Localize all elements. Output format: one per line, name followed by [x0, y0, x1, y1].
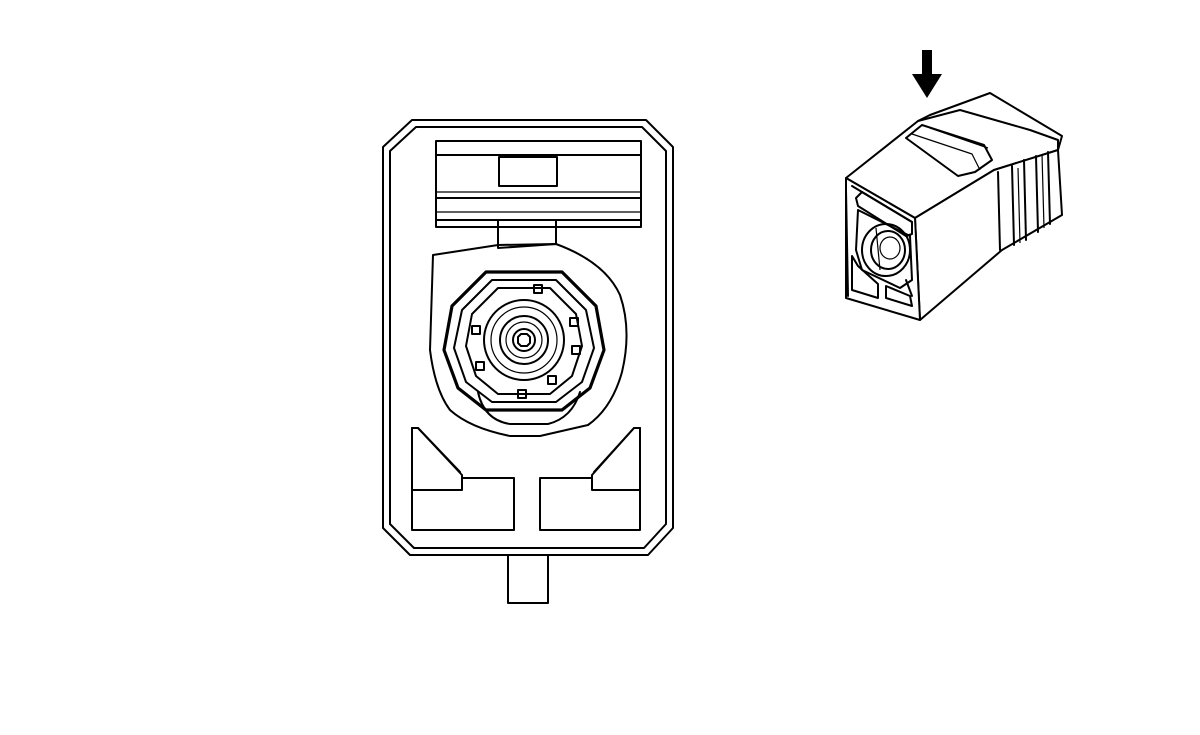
lower-left-slot — [411, 427, 515, 531]
key-notch — [517, 389, 527, 399]
socket-outer-ring — [442, 270, 606, 412]
iso-latch-ridge — [905, 124, 993, 177]
iso-front-latch — [855, 191, 913, 237]
iso-socket-pin — [879, 236, 901, 260]
socket-ring-4 — [483, 299, 565, 381]
key-notch — [471, 325, 481, 335]
connector-isometric-view — [845, 50, 1063, 321]
iso-lower-right-slot — [885, 285, 913, 307]
iso-socket-ring-inner — [870, 230, 906, 270]
socket-dielectric-inner — [505, 321, 543, 359]
lower-right-cavity — [591, 427, 641, 491]
iso-socket-ring — [861, 223, 911, 277]
socket-center-pin-ring — [512, 328, 536, 352]
socket-cavity — [429, 243, 628, 437]
key-notch — [547, 375, 557, 385]
socket-ring-2 — [453, 279, 595, 403]
housing-outer-outline — [382, 119, 674, 556]
connector-face-view — [382, 119, 674, 604]
cable-stub — [507, 554, 549, 604]
iso-socket-opening — [855, 209, 913, 289]
latch-tongue — [497, 219, 557, 249]
socket-ring-5 — [490, 306, 558, 374]
key-notch — [475, 361, 485, 371]
socket-dielectric — [499, 315, 549, 365]
socket-center-pin — [517, 333, 531, 347]
key-notch — [533, 284, 543, 294]
housing-inner-outline — [389, 126, 667, 549]
socket-skirt — [477, 391, 581, 425]
lower-left-cavity — [411, 427, 463, 491]
key-notch — [569, 317, 579, 327]
latch-tab — [498, 156, 558, 187]
lower-right-slot — [539, 427, 641, 531]
coax-socket — [442, 270, 606, 412]
socket-ring-3 — [465, 287, 583, 395]
iso-lower-left-slot — [851, 255, 879, 299]
key-notch — [571, 345, 581, 355]
latch-window — [435, 140, 642, 228]
iso-ribs — [997, 151, 1051, 251]
arrow-down-icon — [912, 50, 942, 98]
